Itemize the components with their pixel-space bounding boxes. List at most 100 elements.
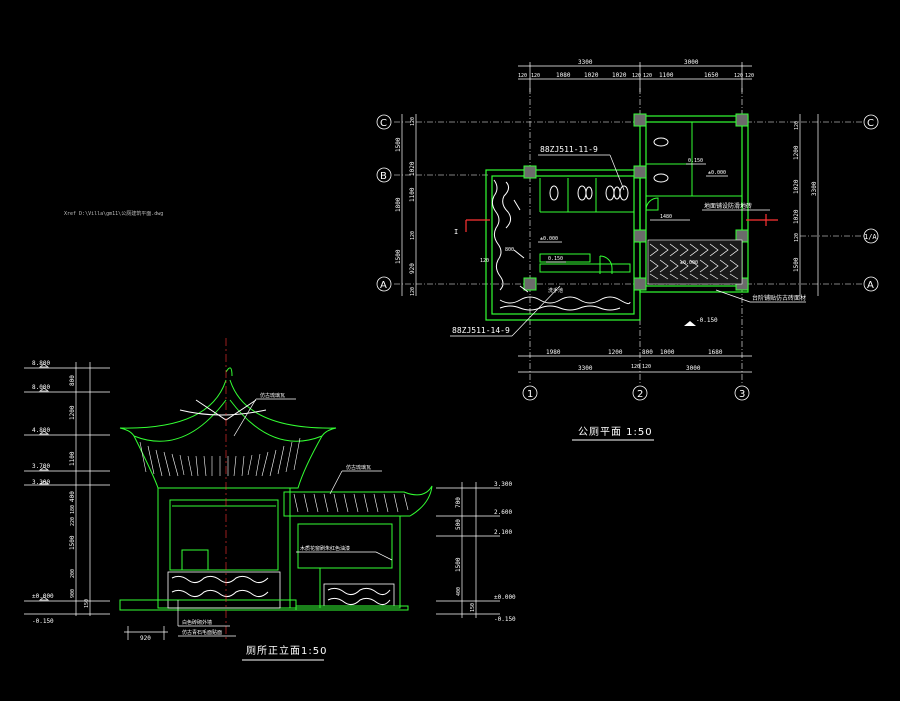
svg-text:C: C <box>867 118 874 129</box>
svg-text:120: 120 <box>631 364 640 370</box>
svg-text:1080: 1080 <box>556 72 571 79</box>
svg-text:120: 120 <box>734 73 743 79</box>
toilet-floor-plan: C B A C 1/A A 1 2 3 3300 3000 120 120 10… <box>376 59 879 441</box>
note-base-wall: 白色砖砌外墙 <box>182 619 212 626</box>
svg-text:800: 800 <box>642 349 653 356</box>
svg-text:120: 120 <box>642 364 651 370</box>
svg-text:3.300: 3.300 <box>32 479 50 486</box>
svg-text:1200: 1200 <box>69 405 76 420</box>
svg-text:400: 400 <box>456 587 462 596</box>
svg-text:120: 120 <box>794 121 800 130</box>
svg-text:-0.150: -0.150 <box>494 616 516 623</box>
svg-text:1500: 1500 <box>69 535 76 550</box>
grid-head-C-right: C <box>863 114 879 130</box>
svg-text:1800: 1800 <box>395 197 402 212</box>
elevation-title: 厕所正立面1:50 <box>246 644 327 657</box>
svg-text:±0.000: ±0.000 <box>680 260 698 266</box>
grid-head-B-left: B <box>376 167 392 183</box>
grid-head-3: 3 <box>734 385 750 401</box>
note-roof-left: 仿古琉璃瓦 <box>260 392 285 399</box>
plan-title: 公厕平面 1:50 <box>578 426 653 438</box>
svg-text:1500: 1500 <box>395 249 402 264</box>
svg-text:±0.000: ±0.000 <box>540 236 558 242</box>
grid-head-C-left: C <box>376 114 392 130</box>
grid-head-1A-right: 1/A <box>863 228 879 244</box>
svg-text:3.700: 3.700 <box>32 463 50 470</box>
squat-toilet-3 <box>605 185 621 201</box>
svg-text:920: 920 <box>140 635 151 642</box>
svg-text:900: 900 <box>70 589 76 598</box>
svg-text:1/A: 1/A <box>864 233 877 241</box>
svg-text:120: 120 <box>410 117 416 126</box>
svg-text:1100: 1100 <box>69 451 76 466</box>
svg-text:1100: 1100 <box>409 187 416 202</box>
svg-text:800: 800 <box>69 375 76 386</box>
svg-text:1980: 1980 <box>546 349 561 356</box>
svg-text:920: 920 <box>409 263 416 274</box>
svg-text:1200: 1200 <box>608 349 623 356</box>
svg-text:3.300: 3.300 <box>494 481 512 488</box>
svg-text:1500: 1500 <box>455 557 462 572</box>
svg-text:1680: 1680 <box>708 349 723 356</box>
svg-text:0.150: 0.150 <box>688 158 703 164</box>
svg-text:8.000: 8.000 <box>32 384 50 391</box>
section-marker-right <box>746 214 778 226</box>
svg-text:C: C <box>380 118 387 129</box>
svg-text:1: 1 <box>527 389 533 400</box>
svg-text:120: 120 <box>410 231 416 240</box>
svg-text:120: 120 <box>480 258 489 264</box>
svg-text:120: 120 <box>643 73 652 79</box>
svg-text:2.600: 2.600 <box>494 509 512 516</box>
svg-text:1100: 1100 <box>659 72 674 79</box>
svg-text:150: 150 <box>84 599 90 608</box>
svg-text:±0.000: ±0.000 <box>32 593 54 600</box>
squat-toilet-2 <box>577 185 593 201</box>
toilet-front-elevation: 8.800 8.000 4.800 3.700 3.300 ±0.000 -0.… <box>24 338 516 661</box>
note-roof-right: 仿古琉璃瓦 <box>346 464 371 471</box>
svg-text:800: 800 <box>505 247 514 253</box>
svg-text:3000: 3000 <box>684 59 699 66</box>
svg-text:4.800: 4.800 <box>32 427 50 434</box>
squat-toilet-1 <box>549 185 559 201</box>
toilet-right-2 <box>653 173 669 183</box>
note-base-stone: 仿古青石毛面贴面 <box>182 629 222 636</box>
grid-head-2: 2 <box>632 385 648 401</box>
grid-head-1: 1 <box>522 385 538 401</box>
svg-text:500: 500 <box>455 519 462 530</box>
svg-text:1500: 1500 <box>793 257 800 272</box>
detail-ref-bottom: 88ZJ511-14-9 <box>452 326 510 335</box>
svg-text:120: 120 <box>794 233 800 242</box>
svg-text:±0.000: ±0.000 <box>708 170 726 176</box>
section-marker-left: I <box>454 219 490 236</box>
svg-text:3300: 3300 <box>578 365 593 372</box>
svg-text:1000: 1000 <box>660 349 675 356</box>
svg-text:1020: 1020 <box>612 72 627 79</box>
svg-text:200: 200 <box>70 569 76 578</box>
svg-text:1480: 1480 <box>660 214 672 220</box>
svg-text:2.100: 2.100 <box>494 529 512 536</box>
svg-text:1200: 1200 <box>793 145 800 160</box>
svg-text:1650: 1650 <box>704 72 719 79</box>
svg-text:120: 120 <box>410 287 416 296</box>
svg-text:B: B <box>380 171 387 182</box>
grid-head-A-right: A <box>863 276 879 292</box>
svg-text:8.800: 8.800 <box>32 360 50 367</box>
svg-text:-0.150: -0.150 <box>696 317 718 324</box>
svg-text:-0.150: -0.150 <box>32 618 54 625</box>
svg-text:150: 150 <box>470 603 476 612</box>
svg-text:1020: 1020 <box>793 209 800 224</box>
svg-text:A: A <box>380 280 387 291</box>
svg-text:120: 120 <box>745 73 754 79</box>
svg-text:I: I <box>454 228 458 236</box>
svg-text:700: 700 <box>455 497 462 508</box>
note-wall-window: 木质花窗刷朱红色油漆 <box>300 545 350 552</box>
svg-text:1020: 1020 <box>409 161 416 176</box>
svg-text:3300: 3300 <box>811 181 818 196</box>
note-step-tile: 台阶铺贴仿古砖面材 <box>752 294 806 302</box>
squat-toilet-4 <box>619 185 629 201</box>
svg-text:3300: 3300 <box>578 59 593 66</box>
svg-text:120: 120 <box>531 73 540 79</box>
svg-text:220: 220 <box>70 517 76 526</box>
svg-text:0.150: 0.150 <box>548 256 563 262</box>
